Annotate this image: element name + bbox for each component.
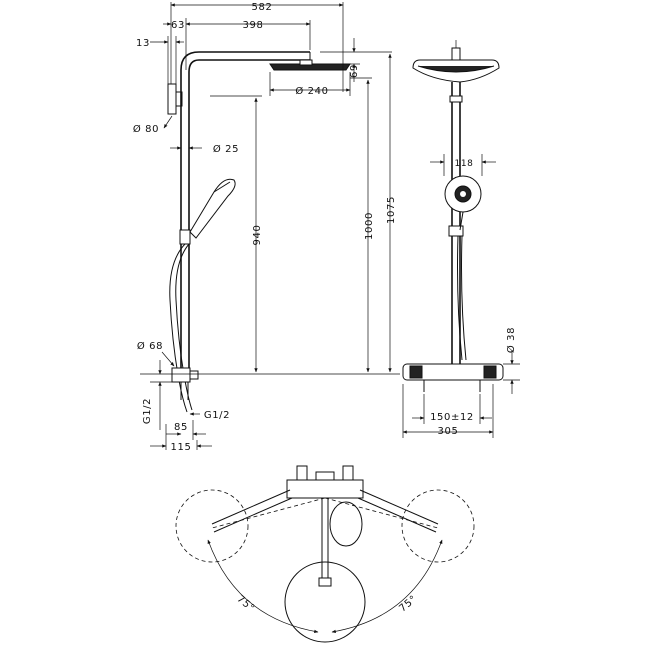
- slider: [179, 229, 191, 245]
- dim-940: 940: [252, 225, 263, 246]
- dim-1075: 1075: [386, 196, 397, 224]
- wall-flange: [167, 83, 177, 115]
- dim-pipe-diameter: Ø 25: [213, 143, 239, 155]
- hose: [169, 243, 188, 413]
- dim-thread-right: G1/2: [204, 410, 230, 421]
- dim-582: 582: [252, 2, 273, 13]
- overhead-shower-top: [284, 561, 366, 643]
- dim-305: 305: [438, 426, 459, 437]
- swing-circle-left: [175, 489, 249, 563]
- side-thermostat: [402, 363, 504, 381]
- dim-69: 69: [349, 64, 360, 78]
- dim-thread-left: G1/2: [142, 398, 153, 424]
- front-view: 582 398 63 13 69 Ø 240 Ø 80 Ø 25: [133, 2, 400, 453]
- side-view: 118 Ø 38 150±12 305: [402, 40, 520, 438]
- angle-left: 75°: [235, 594, 257, 615]
- dim-thermostat-diameter: Ø 38: [505, 327, 517, 353]
- dim-398: 398: [243, 20, 264, 31]
- shower-arm: [180, 51, 310, 71]
- dim-118: 118: [455, 159, 474, 169]
- thermostat-front: [171, 367, 191, 383]
- dim-centres: 150±12: [430, 412, 474, 423]
- hand-shower: [189, 178, 236, 239]
- dim-1000: 1000: [364, 212, 375, 240]
- dim-85: 85: [174, 422, 188, 433]
- overhead-shower: [269, 63, 351, 71]
- top-view: 75° 75°: [175, 465, 475, 643]
- dim-outlet-diameter: Ø 68: [137, 340, 163, 352]
- dim-63: 63: [171, 20, 185, 31]
- angle-right: 75°: [397, 594, 419, 615]
- dim-head-diameter: Ø 240: [295, 85, 328, 97]
- swing-circle-right: [401, 489, 475, 563]
- dim-115: 115: [171, 442, 192, 453]
- dim-13: 13: [136, 38, 150, 49]
- dim-flange-diameter: Ø 80: [133, 123, 159, 135]
- thermostat-top: [286, 479, 364, 499]
